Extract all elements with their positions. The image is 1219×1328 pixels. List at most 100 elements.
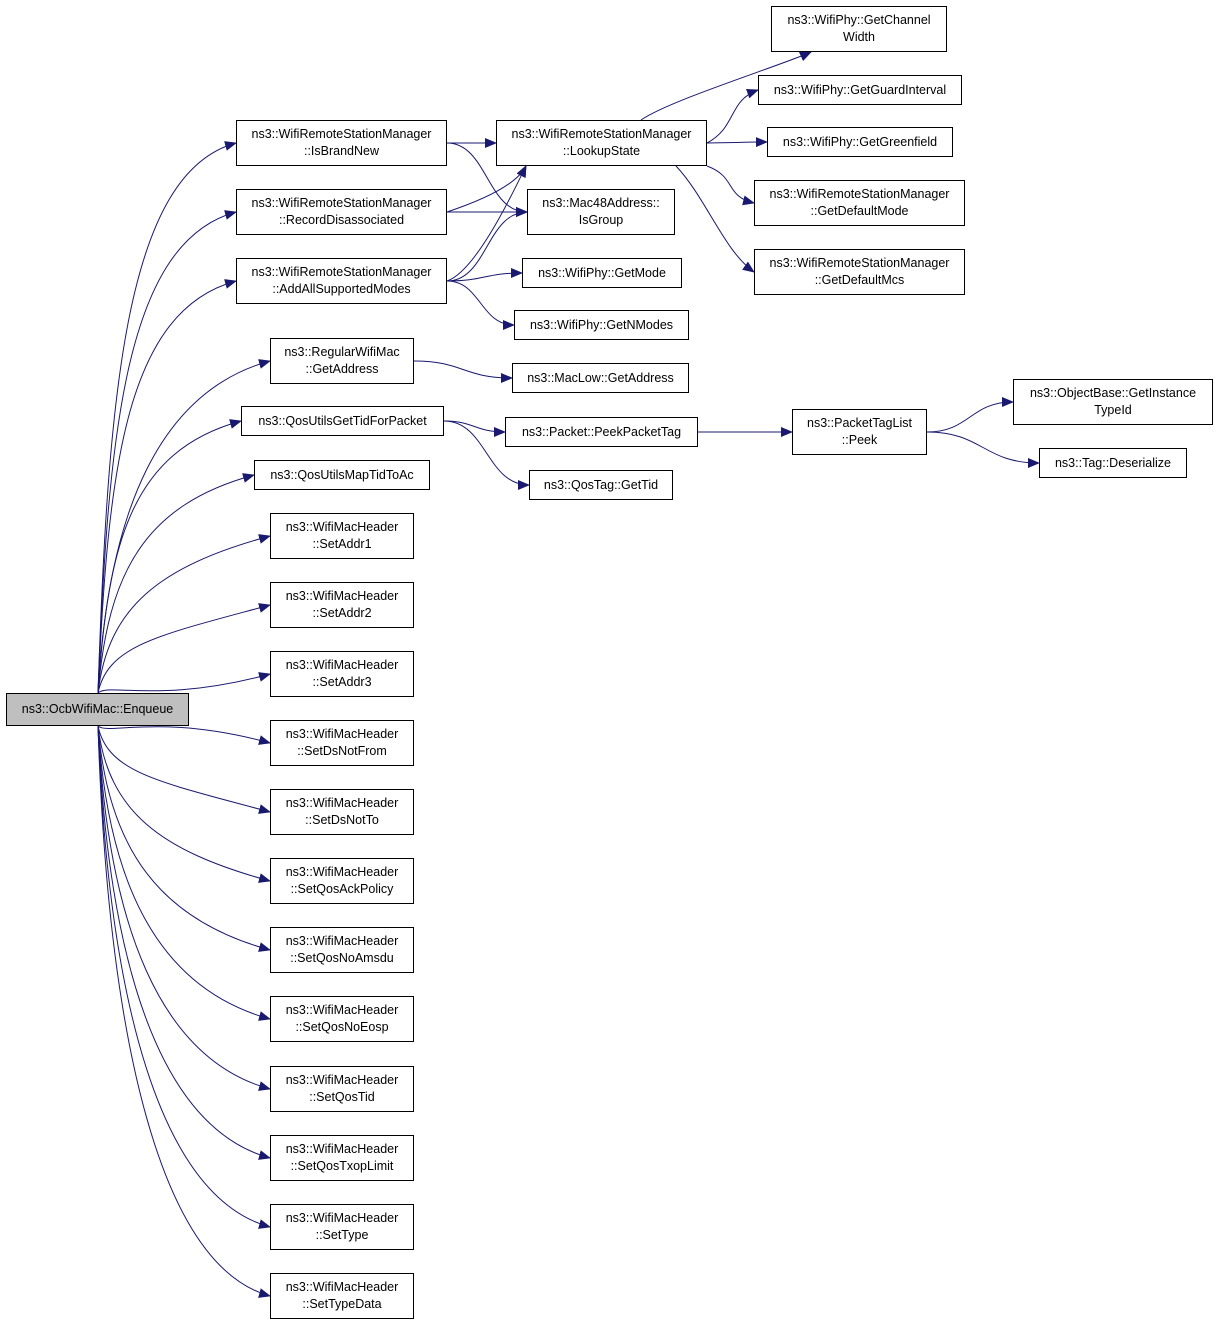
- edge-addallsupported-to-getmode: [446, 268, 523, 282]
- edge-addallsupported-to-isgroup: [446, 207, 528, 282]
- node-label-line: ns3::Tag::Deserialize: [1054, 455, 1172, 470]
- edge-enqueue-to-setaddr1: [97, 534, 271, 694]
- node-setdsnotfrom[interactable]: ns3::WifiMacHeader::SetDsNotFrom: [270, 720, 414, 766]
- edge-enqueue-to-qosgettid: [97, 419, 242, 694]
- node-label-line: ns3::WifiPhy::GetChannel: [787, 13, 931, 27]
- node-label-line: Width: [843, 30, 875, 44]
- edge-enqueue-to-setaddr3: [97, 672, 271, 694]
- edge-enqueue-to-setqosnoeosp: [97, 725, 271, 1021]
- node-qosmaptidtoac[interactable]: ns3::QosUtilsMapTidToAc: [254, 460, 430, 490]
- edge-lookupstate-to-getguardinterval: [706, 88, 759, 144]
- node-label-line: ::SetDsNotFrom: [297, 744, 387, 758]
- node-label-line: ::SetQosAckPolicy: [290, 882, 394, 896]
- node-setqosnoeosp[interactable]: ns3::WifiMacHeader::SetQosNoEosp: [270, 996, 414, 1042]
- node-setqostid[interactable]: ns3::WifiMacHeader::SetQosTid: [270, 1066, 414, 1112]
- edge-enqueue-to-settypedata: [97, 725, 271, 1298]
- edge-packettaglistpeek-to-getinstancetypeid: [926, 397, 1014, 433]
- edge-packettaglistpeek-to-tagdeserialize: [926, 431, 1040, 468]
- node-setdsnotto[interactable]: ns3::WifiMacHeader::SetDsNotTo: [270, 789, 414, 835]
- node-label-line: ::GetDefaultMode: [810, 204, 909, 218]
- node-label-line: ns3::WifiMacHeader: [285, 658, 399, 672]
- node-peekpackettag[interactable]: ns3::Packet::PeekPacketTag: [505, 417, 698, 447]
- node-tagdeserialize[interactable]: ns3::Tag::Deserialize: [1039, 448, 1187, 478]
- node-getguardinterval[interactable]: ns3::WifiPhy::GetGuardInterval: [758, 75, 962, 105]
- node-label-line: ns3::WifiRemoteStationManager: [251, 127, 432, 141]
- edge-lookupstate-to-getchannelwidth: [640, 51, 812, 121]
- node-getnmodes[interactable]: ns3::WifiPhy::GetNModes: [514, 310, 689, 340]
- node-label-line: TypeId: [1094, 403, 1132, 417]
- node-regulargetaddress[interactable]: ns3::RegularWifiMac::GetAddress: [270, 338, 414, 384]
- edge-enqueue-to-recorddisassoc: [97, 210, 237, 694]
- node-label-line: ns3::Packet::PeekPacketTag: [521, 424, 682, 439]
- edge-enqueue-to-setdsnotfrom: [97, 725, 271, 745]
- edge-enqueue-to-addallsupported: [97, 279, 237, 694]
- edge-enqueue-to-setaddr2: [97, 603, 271, 694]
- node-label-line: ::SetQosTid: [309, 1090, 375, 1104]
- node-settypedata[interactable]: ns3::WifiMacHeader::SetTypeData: [270, 1273, 414, 1319]
- node-getdefaultmode[interactable]: ns3::WifiRemoteStationManager::GetDefaul…: [754, 180, 965, 226]
- node-isgroup[interactable]: ns3::Mac48Address::IsGroup: [527, 189, 675, 235]
- node-qostaggettid[interactable]: ns3::QosTag::GetTid: [529, 470, 673, 500]
- edge-addallsupported-to-getnmodes: [446, 280, 515, 330]
- node-label-line: ns3::WifiPhy::GetGreenfield: [782, 134, 938, 149]
- node-setaddr3[interactable]: ns3::WifiMacHeader::SetAddr3: [270, 651, 414, 697]
- node-lookupstate[interactable]: ns3::WifiRemoteStationManager::LookupSta…: [496, 120, 707, 166]
- node-label-line: ::SetAddr2: [312, 606, 372, 620]
- edge-enqueue-to-setqostid: [97, 725, 271, 1091]
- node-label-line: ns3::WifiMacHeader: [285, 520, 399, 534]
- node-label-line: ::SetQosTxopLimit: [290, 1159, 394, 1173]
- edge-enqueue-to-setqosackpolicy: [97, 725, 271, 883]
- node-label-line: ns3::ObjectBase::GetInstance: [1029, 386, 1197, 400]
- edge-lookupstate-to-getdefaultmode: [706, 165, 755, 206]
- node-getmode[interactable]: ns3::WifiPhy::GetMode: [522, 258, 682, 288]
- node-label-line: ns3::WifiMacHeader: [285, 727, 399, 741]
- node-label-line: ns3::WifiRemoteStationManager: [251, 265, 432, 279]
- node-qosgettid[interactable]: ns3::QosUtilsGetTidForPacket: [241, 406, 444, 436]
- node-label-line: ns3::WifiMacHeader: [285, 1073, 399, 1087]
- node-setqosnoamsdu[interactable]: ns3::WifiMacHeader::SetQosNoAmsdu: [270, 927, 414, 973]
- node-label-line: ns3::WifiMacHeader: [285, 1211, 399, 1225]
- node-addallsupported[interactable]: ns3::WifiRemoteStationManager::AddAllSup…: [236, 258, 447, 304]
- edge-qosgettid-to-qostaggettid: [443, 420, 530, 490]
- node-getgreenfield[interactable]: ns3::WifiPhy::GetGreenfield: [767, 127, 953, 157]
- node-label-line: ::IsBrandNew: [303, 144, 380, 158]
- node-label-line: ns3::WifiRemoteStationManager: [769, 187, 950, 201]
- node-maclowgetaddress[interactable]: ns3::MacLow::GetAddress: [512, 363, 689, 393]
- node-setaddr1[interactable]: ns3::WifiMacHeader::SetAddr1: [270, 513, 414, 559]
- node-label-line: ns3::WifiRemoteStationManager: [511, 127, 692, 141]
- node-packettaglistpeek[interactable]: ns3::PacketTagList::Peek: [792, 409, 927, 455]
- node-label-line: ::SetAddr1: [312, 537, 372, 551]
- node-label-line: ns3::WifiMacHeader: [285, 934, 399, 948]
- node-recorddisassoc[interactable]: ns3::WifiRemoteStationManager::RecordDis…: [236, 189, 447, 235]
- node-label-line: ns3::MacLow::GetAddress: [527, 370, 674, 385]
- node-setaddr2[interactable]: ns3::WifiMacHeader::SetAddr2: [270, 582, 414, 628]
- edge-enqueue-to-setqostxoplimit: [97, 725, 271, 1160]
- node-getdefaultmcs[interactable]: ns3::WifiRemoteStationManager::GetDefaul…: [754, 249, 965, 295]
- node-setqosackpolicy[interactable]: ns3::WifiMacHeader::SetQosAckPolicy: [270, 858, 414, 904]
- node-label-line: ::RecordDisassociated: [278, 213, 405, 227]
- node-label-line: ::SetQosNoEosp: [295, 1020, 389, 1034]
- edge-lookupstate-to-getdefaultmcs: [675, 165, 755, 273]
- node-label-line: ns3::WifiRemoteStationManager: [251, 196, 432, 210]
- node-label-line: ::GetAddress: [305, 362, 379, 376]
- node-label-line: ns3::WifiMacHeader: [285, 589, 399, 603]
- node-label-line: ns3::WifiMacHeader: [285, 865, 399, 879]
- edge-enqueue-to-setqosnoamsdu: [97, 725, 271, 952]
- node-label-line: ns3::RegularWifiMac: [284, 345, 400, 359]
- node-label-line: ::Peek: [841, 433, 878, 447]
- node-label-line: ::SetTypeData: [302, 1297, 382, 1311]
- node-enqueue: ns3::OcbWifiMac::Enqueue: [6, 693, 189, 726]
- edge-addallsupported-to-lookupstate: [446, 165, 527, 282]
- node-label-line: ns3::WifiMacHeader: [285, 1142, 399, 1156]
- edge-enqueue-to-isbrandnew: [97, 141, 237, 694]
- node-label-line: ::GetDefaultMcs: [814, 273, 905, 287]
- node-isbrandnew[interactable]: ns3::WifiRemoteStationManager::IsBrandNe…: [236, 120, 447, 166]
- node-label-line: ns3::QosUtilsGetTidForPacket: [258, 413, 427, 428]
- node-setqostxoplimit[interactable]: ns3::WifiMacHeader::SetQosTxopLimit: [270, 1135, 414, 1181]
- node-label-line: ns3::QosTag::GetTid: [543, 477, 659, 492]
- node-label-line: ns3::WifiPhy::GetGuardInterval: [773, 82, 947, 97]
- node-settype[interactable]: ns3::WifiMacHeader::SetType: [270, 1204, 414, 1250]
